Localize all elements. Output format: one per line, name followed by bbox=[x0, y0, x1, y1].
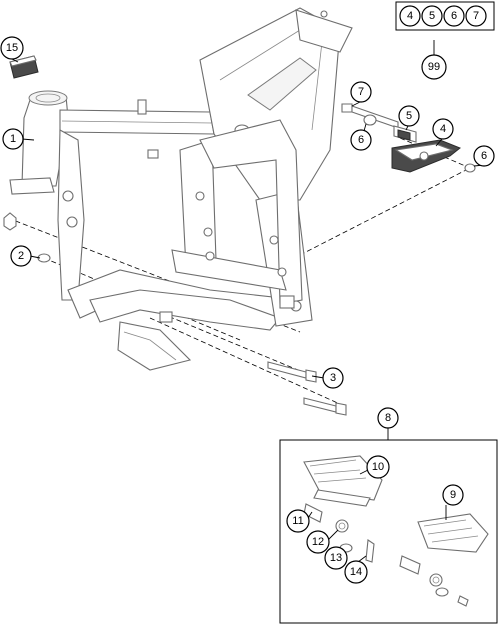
kit-item-1: 4 bbox=[399, 5, 421, 27]
callout-9-label: 9 bbox=[450, 489, 456, 501]
callout-6a: 6 bbox=[350, 129, 372, 151]
callout-15: 15 bbox=[0, 36, 24, 60]
callout-2: 2 bbox=[10, 245, 32, 267]
callout-7-label: 7 bbox=[358, 86, 364, 98]
callout-7: 7 bbox=[350, 81, 372, 103]
kit-number-callout: 99 bbox=[421, 54, 447, 80]
kit-item-3: 6 bbox=[443, 5, 465, 27]
callout-4-label: 4 bbox=[440, 123, 446, 135]
callout-9: 9 bbox=[442, 484, 464, 506]
kit-item-4: 7 bbox=[465, 5, 487, 27]
kit-number-label: 99 bbox=[428, 61, 440, 73]
callout-15-label: 15 bbox=[6, 42, 18, 54]
kit-item-2-label: 5 bbox=[429, 10, 435, 22]
kit-item-1-label: 4 bbox=[407, 10, 413, 22]
callout-5-label: 5 bbox=[406, 110, 412, 122]
callout-14-label: 14 bbox=[350, 566, 362, 578]
kit-label-box: 4 5 6 7 99 bbox=[395, 1, 495, 80]
callout-5: 5 bbox=[398, 105, 420, 127]
kit-item-3-label: 6 bbox=[451, 10, 457, 22]
callout-10: 10 bbox=[366, 455, 390, 479]
callout-1: 1 bbox=[2, 128, 24, 150]
kit-item-2: 5 bbox=[421, 5, 443, 27]
callout-14: 14 bbox=[344, 560, 368, 584]
callout-1-label: 1 bbox=[10, 133, 16, 145]
footrest-kit-box bbox=[279, 428, 498, 624]
callout-6a-label: 6 bbox=[358, 134, 364, 146]
callout-4: 4 bbox=[432, 118, 454, 140]
part-long-bolts bbox=[267, 361, 347, 416]
callout-12: 12 bbox=[306, 530, 330, 554]
main-frame bbox=[9, 7, 353, 371]
callout-3: 3 bbox=[322, 367, 344, 389]
callout-12-label: 12 bbox=[312, 536, 324, 548]
callout-8-label: 8 bbox=[385, 412, 391, 424]
callout-8: 8 bbox=[377, 407, 399, 429]
callout-11: 11 bbox=[286, 509, 310, 533]
callout-3-label: 3 bbox=[330, 372, 336, 384]
part-side-stand-group bbox=[341, 103, 476, 173]
kit-item-4-label: 7 bbox=[473, 10, 479, 22]
callout-6b-label: 6 bbox=[481, 150, 487, 162]
callout-10-label: 10 bbox=[372, 461, 384, 473]
callout-13: 13 bbox=[324, 546, 348, 570]
callout-13-label: 13 bbox=[330, 552, 342, 564]
callout-11-label: 11 bbox=[292, 515, 303, 527]
callout-6b: 6 bbox=[473, 145, 495, 167]
callout-2-label: 2 bbox=[18, 250, 24, 262]
